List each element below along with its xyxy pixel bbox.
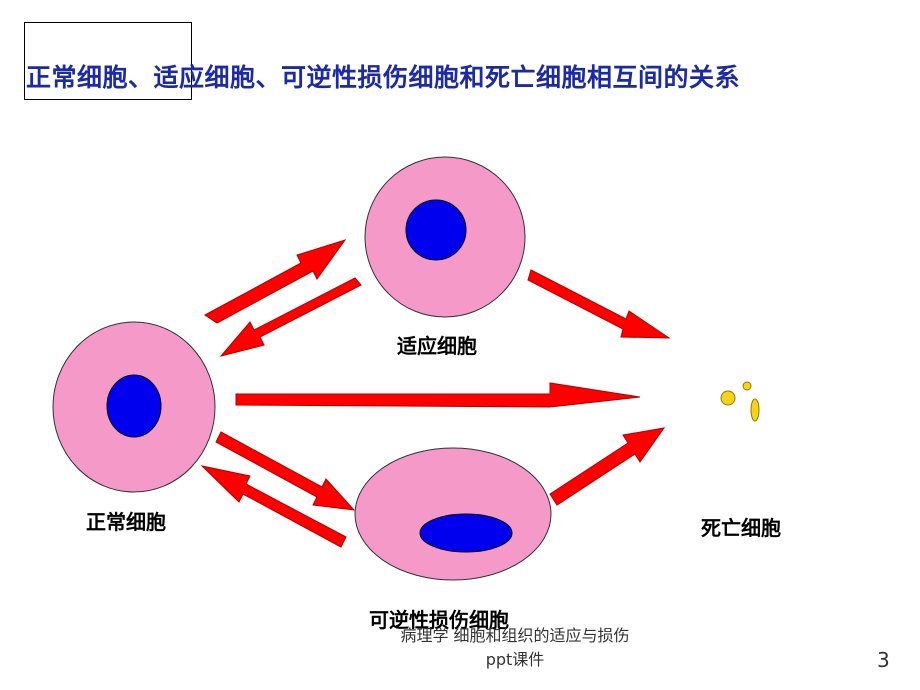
title-frame — [24, 22, 192, 100]
reversible-injury-cell — [354, 447, 552, 581]
slide-title: 正常细胞、适应细胞、可逆性损伤细胞和死亡细胞相互间的关系 — [26, 63, 741, 92]
normal-cell-nucleus — [106, 374, 162, 438]
arrow-reversible-to-dead — [549, 427, 666, 506]
arrow-adapted-to-dead — [527, 269, 671, 339]
arrow-normal-to-dead — [235, 382, 641, 408]
label-normal-cell: 正常细胞 — [86, 510, 166, 534]
footer-line-2: ppt课件 — [485, 650, 545, 669]
arrow-adapted-to-normal — [219, 277, 362, 357]
label-adapted-cell: 适应细胞 — [397, 334, 477, 358]
footer-line-1: 病理学 细胞和组织的适应与损伤 — [400, 626, 630, 645]
dead-cell-fragment — [720, 390, 736, 406]
label-reversible-injury-cell: 可逆性损伤细胞 — [369, 608, 509, 632]
arrow-normal-to-reversible — [215, 431, 356, 511]
arrow-normal-to-adapted — [204, 239, 347, 324]
adapted-cell-nucleus — [405, 199, 467, 261]
reversible-injury-cell-nucleus — [419, 513, 513, 553]
dead-cell-fragment — [750, 398, 760, 422]
dead-cell-fragment — [742, 381, 752, 391]
footer: 病理学 细胞和组织的适应与损伤 ppt课件 — [370, 624, 660, 672]
arrow-reversible-to-normal — [200, 465, 347, 548]
label-dead-cell: 死亡细胞 — [701, 516, 781, 540]
page-number: 3 — [877, 648, 890, 672]
